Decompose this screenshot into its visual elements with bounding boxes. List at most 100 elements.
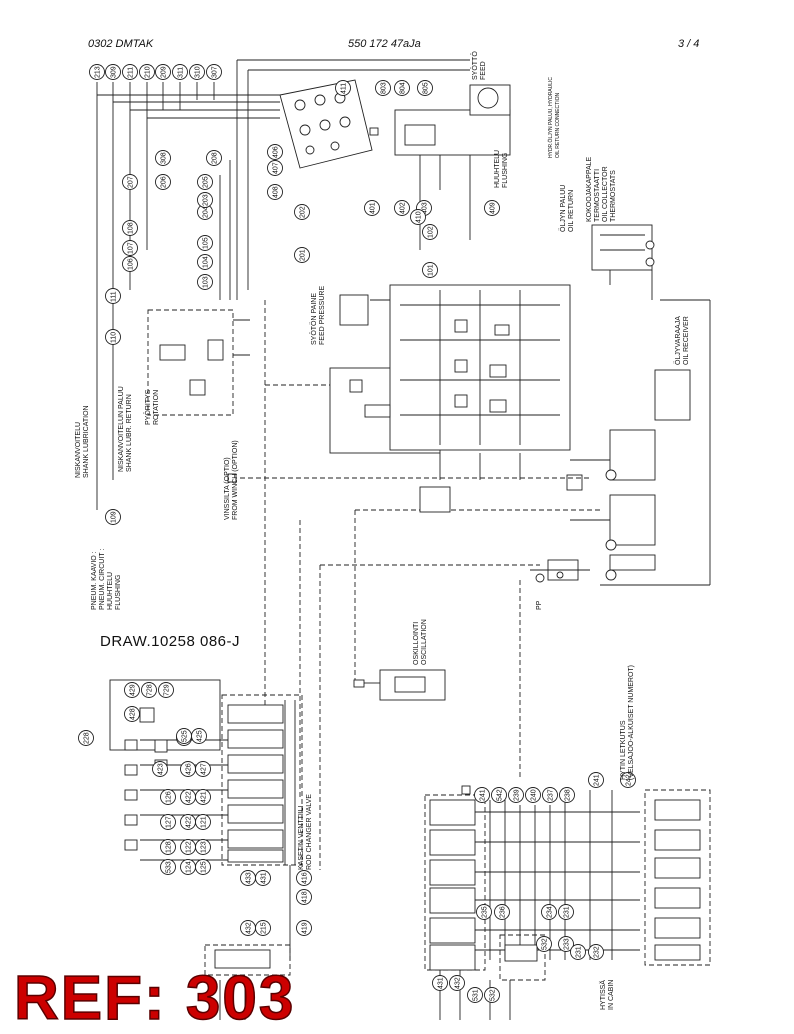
ref-bubble-label: 231	[564, 906, 571, 918]
ref-bubble-label: 121	[201, 816, 208, 828]
ref-bubble: 126	[160, 789, 176, 805]
ref-bubble: 308	[155, 150, 171, 166]
svg-text:TERMOSTAATTI: TERMOSTAATTI	[594, 169, 601, 222]
ref-bubble-label: 232	[594, 946, 601, 958]
ref-bubble: 418	[296, 889, 312, 905]
flushing-label: HUUHTELU FLUSHING	[494, 150, 509, 188]
ref-bubble-label: 107	[128, 242, 135, 254]
ref-bubble-label: 422	[186, 791, 193, 803]
ref-bubble-label: 431	[438, 977, 445, 989]
svg-text:HUUHTELU: HUUHTELU	[107, 572, 114, 610]
ref-bubble-label: 208	[212, 152, 219, 164]
ref-bubble: 237	[542, 787, 558, 803]
ref-bubble: 422	[180, 789, 196, 805]
ref-bubble-label: 308	[161, 152, 168, 164]
svg-text:HYTISSÄ: HYTISSÄ	[599, 980, 607, 1010]
ref-bubble: 206	[155, 174, 171, 190]
ref-bubble-label: 241	[594, 774, 601, 786]
ref-bubble-label: 228	[84, 732, 91, 744]
ref-bubble-label: 201	[300, 249, 307, 261]
svg-text:OIL RETURN: OIL RETURN	[568, 190, 575, 232]
ref-bubble-label: 204	[203, 206, 210, 218]
svg-text:OIL RETURN CONNECTION: OIL RETURN CONNECTION	[555, 93, 561, 158]
ref-bubble-label: 233	[564, 938, 571, 950]
ref-bubble: 803	[375, 80, 391, 96]
ref-bubble: 215	[255, 920, 271, 936]
winch-label: VINSSILTA (OPTIO) FROM WINCH (OPTION)	[224, 440, 239, 520]
ref-bubble: 201	[294, 247, 310, 263]
in-cabin-label: HYTISSÄ IN CABIN	[599, 980, 615, 1010]
svg-text:NISKANVOITELUN PALUU: NISKANVOITELUN PALUU	[118, 386, 125, 472]
drawing-number: DRAW.10258 086-J	[100, 633, 241, 650]
ref-bubble-label: 102	[428, 226, 435, 238]
ref-bubble-label: 103	[203, 276, 210, 288]
ref-bubble: 102	[422, 224, 438, 240]
svg-text:FLUSHING: FLUSHING	[115, 575, 122, 610]
ref-bubble: 106	[122, 256, 138, 272]
ref-bubble-label: 202	[300, 206, 307, 218]
ref-bubble: 409	[484, 200, 500, 216]
ref-bubble: 410	[410, 209, 426, 225]
ref-bubble-label: 123	[201, 841, 208, 853]
ref-bubble-label: 426	[186, 763, 193, 775]
rotation-valve-block	[147, 309, 250, 416]
ref-bubble: 238	[559, 787, 575, 803]
ref-bubble: 728	[141, 682, 157, 698]
oscillation-label: OSKILLOINTI OSCILLATION	[413, 619, 428, 665]
ref-bubble: 108	[122, 220, 138, 236]
ref-bubble: 202	[294, 204, 310, 220]
ref-bubble-label: 127	[166, 816, 173, 828]
ref-bubble-label: 410	[416, 211, 423, 223]
ref-bubble: 235	[476, 904, 492, 920]
ref-bubble-label: 423	[158, 763, 165, 775]
svg-text:FROM WINCH (OPTION): FROM WINCH (OPTION)	[232, 440, 239, 520]
ref-bubble-label: 104	[203, 256, 210, 268]
svg-text:HYTIN LETKUTUS: HYTIN LETKUTUS	[620, 720, 627, 780]
ref-bubble: 241	[588, 772, 604, 788]
ref-bubble: 427	[195, 761, 211, 777]
ref-bubble-label: 109	[111, 511, 118, 523]
ref-bubble: 210	[139, 64, 155, 80]
ref-bubble: 123	[195, 839, 211, 855]
ref-bubble-label: 105	[203, 237, 210, 249]
ref-bubble-label: 207	[128, 176, 135, 188]
rod-changer-label: KASETIN VENTTIILI ROD CHANGER VALVE	[298, 794, 313, 870]
ref-bubble: 416	[296, 870, 312, 886]
ref-bubble-label: 406	[273, 146, 280, 158]
ref-bubble-label: 239	[514, 789, 521, 801]
shank-lubrication-label: NISKANVOITELU SHANK LUBRICATION	[75, 405, 90, 478]
ref-bubble: 233	[558, 936, 574, 952]
ref-bubble-label: 407	[273, 162, 280, 174]
ref-bubble: 426	[180, 761, 196, 777]
ref-bubble: 429	[124, 682, 140, 698]
ref-bubble: 205	[197, 174, 213, 190]
header-page-number: 3 / 4	[678, 38, 700, 50]
ref-bubble-label: 432	[246, 922, 253, 934]
ref-bubble: 125	[195, 859, 211, 875]
ref-label: REF: 303	[13, 964, 296, 1033]
ref-bubble: 431	[432, 975, 448, 991]
ref-bubble-label: 234	[547, 906, 554, 918]
ref-bubble-label: 126	[166, 791, 173, 803]
cabin-valve-bank	[424, 785, 711, 1020]
main-control-block	[329, 284, 571, 480]
ref-bubble: 107	[122, 240, 138, 256]
ref-bubble-label: 101	[428, 264, 435, 276]
svg-text:OIL RECEIVER: OIL RECEIVER	[683, 316, 690, 365]
ref-bubble: 242	[620, 772, 636, 788]
ref-bubble-label: 525	[182, 730, 189, 742]
svg-text:PYÖRITYS: PYÖRITYS	[144, 389, 152, 425]
svg-text:SYÖTÖN PAINE: SYÖTÖN PAINE	[310, 293, 318, 345]
oil-return-label: ÖLJYN PALUU OIL RETURN	[559, 185, 575, 232]
ref-bubble-label: 311	[178, 67, 185, 78]
ref-bubble: 729	[158, 682, 174, 698]
ref-bubble-label: 433	[246, 872, 253, 884]
feed-pressure-label: SYÖTÖN PAINE FEED PRESSURE	[310, 286, 326, 345]
ref-bubble-label: 418	[302, 891, 309, 903]
ref-bubble-label: 428	[130, 708, 137, 720]
ref-bubble: 207	[122, 174, 138, 190]
rod-changer-valve-bank	[109, 679, 303, 960]
rotation-label: PYÖRITYS ROTATION	[144, 389, 160, 425]
ref-bubble-label: 531	[473, 989, 480, 1001]
